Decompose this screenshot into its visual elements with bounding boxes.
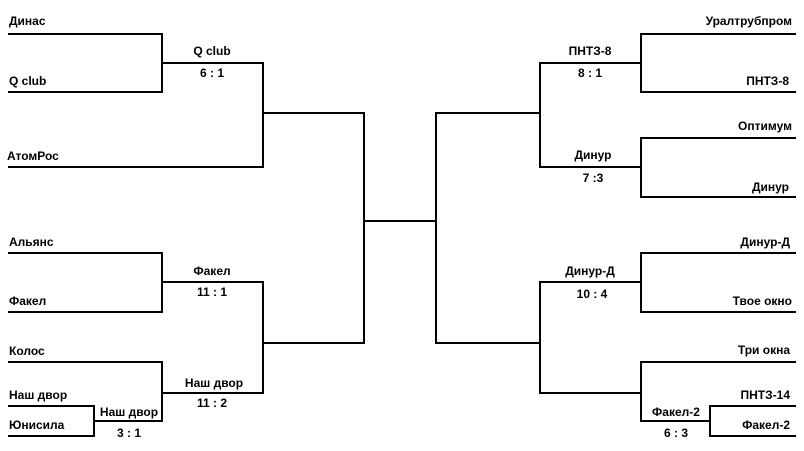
bracket-line <box>640 137 642 198</box>
team-name: Три окна <box>737 343 790 357</box>
team-name: Q club <box>9 74 47 88</box>
match-winner: Наш двор <box>99 405 159 419</box>
bracket-line <box>709 435 796 437</box>
bracket-line <box>640 91 796 93</box>
bracket-line <box>363 112 365 344</box>
bracket-line <box>640 361 642 422</box>
bracket-line <box>8 435 94 437</box>
team-name: Факел-2 <box>742 418 790 432</box>
match-winner: Наш двор <box>184 376 244 390</box>
bracket-line <box>640 252 796 254</box>
bracket-line <box>640 361 796 363</box>
team-name: Факел <box>9 294 47 308</box>
match-score: 11 : 2 <box>196 396 228 410</box>
bracket-line <box>262 62 264 168</box>
bracket-line <box>709 405 711 437</box>
match-score: 6 : 3 <box>663 426 689 440</box>
bracket-line <box>93 420 162 422</box>
bracket-line <box>435 112 437 344</box>
bracket-line <box>640 33 642 93</box>
bracket-line <box>262 342 364 344</box>
match-score: 11 : 1 <box>196 285 228 299</box>
team-name: Колос <box>9 344 45 358</box>
team-name: Уралтрубпром <box>705 14 792 28</box>
bracket-line <box>709 405 796 407</box>
bracket-line <box>640 420 711 422</box>
team-name: Динас <box>9 14 46 28</box>
bracket-line <box>539 392 642 394</box>
bracket-line <box>8 91 162 93</box>
bracket-line <box>8 252 162 254</box>
bracket-line <box>539 62 642 64</box>
bracket-line <box>8 405 94 407</box>
bracket-line <box>435 112 541 114</box>
bracket-line <box>435 342 541 344</box>
bracket-line <box>640 252 642 313</box>
bracket-line <box>161 281 263 283</box>
team-name: ПНТЗ-14 <box>740 388 790 402</box>
bracket-line <box>161 392 263 394</box>
team-name: Динур <box>751 180 789 194</box>
match-winner: Динур-Д <box>565 264 615 278</box>
bracket-line <box>640 33 796 35</box>
team-name: Юнисила <box>9 418 65 432</box>
team-name: АтомРос <box>7 149 59 163</box>
match-winner: Факел-2 <box>652 405 700 419</box>
bracket-line <box>262 281 264 394</box>
match-score: 3 : 1 <box>116 426 142 440</box>
team-name: Наш двор <box>9 388 68 402</box>
match-score: 7 :3 <box>582 171 604 185</box>
team-name: Твое окно <box>732 294 792 308</box>
match-winner: Динур <box>574 148 612 162</box>
match-winner: Факел <box>193 264 231 278</box>
team-name: Оптимум <box>738 119 792 133</box>
bracket-line <box>539 166 642 168</box>
bracket-line <box>539 281 642 283</box>
match-winner: ПНТЗ-8 <box>568 44 612 58</box>
team-name: Динур-Д <box>740 235 790 249</box>
bracket-line <box>640 311 796 313</box>
bracket-line <box>8 311 162 313</box>
bracket-line <box>262 112 364 114</box>
bracket-line <box>161 62 263 64</box>
bracket-line <box>640 196 796 198</box>
bracket-line <box>539 281 541 394</box>
bracket-line <box>161 361 163 422</box>
bracket-line <box>8 361 162 363</box>
match-score: 10 : 4 <box>576 287 608 301</box>
match-winner: Q club <box>193 44 231 58</box>
bracket-line <box>539 62 541 168</box>
bracket-line <box>363 220 437 222</box>
team-name: Альянс <box>9 235 54 249</box>
team-name: ПНТЗ-8 <box>746 74 789 88</box>
match-score: 8 : 1 <box>577 66 603 80</box>
bracket-line <box>8 33 162 35</box>
match-score: 6 : 1 <box>199 66 225 80</box>
bracket-line <box>640 137 796 139</box>
bracket-line <box>8 166 263 168</box>
